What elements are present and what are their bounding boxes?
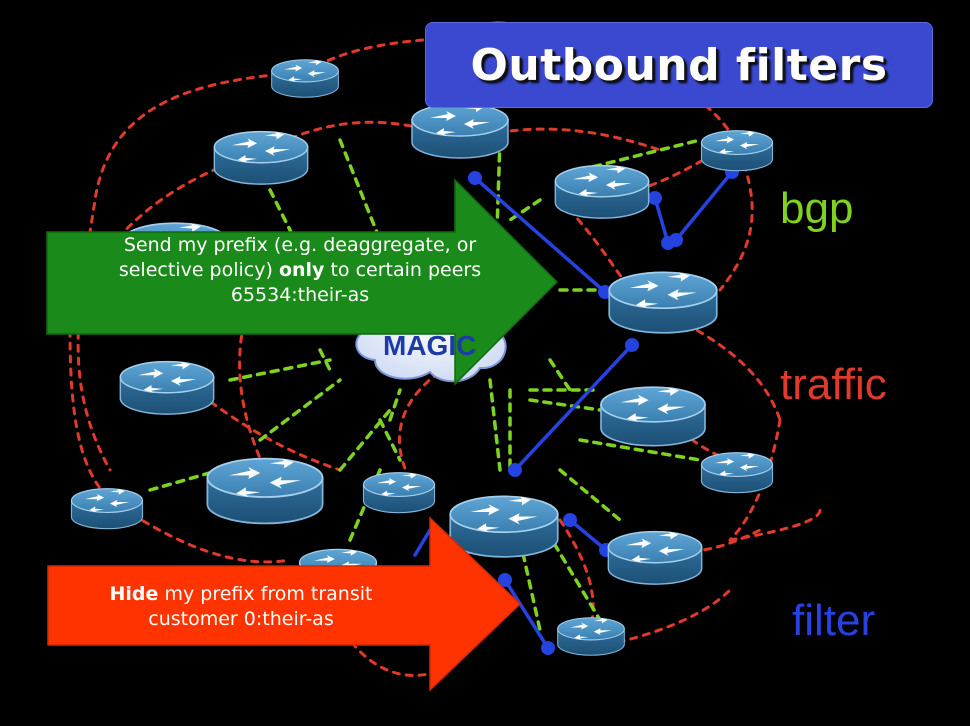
page-title: Outbound filters — [470, 39, 888, 91]
cloud-label: MAGIC — [383, 330, 477, 361]
green-callout-arrow — [46, 178, 559, 386]
router-icon — [206, 457, 324, 525]
red-callout-text: Hide my prefix from transit customer 0:t… — [52, 582, 430, 632]
router-icon — [700, 130, 774, 172]
green-callout-line2-pre: selective policy) — [118, 259, 279, 281]
red-callout-line2: customer 0:their-as — [148, 608, 334, 630]
router-icon — [557, 617, 625, 656]
router-icon — [700, 452, 774, 494]
router-icon — [119, 360, 215, 415]
router-icon — [554, 164, 650, 219]
router-icon — [411, 103, 509, 159]
router-icon — [607, 530, 703, 585]
router-icon — [362, 472, 436, 514]
green-callout-line2: selective policy) only to certain peers — [50, 258, 550, 283]
green-callout-text: Send my prefix (e.g. deaggregate, or sel… — [50, 233, 550, 308]
legend-traffic: traffic — [780, 360, 887, 409]
green-callout-emphasis: only — [278, 259, 325, 281]
legend-bgp: bgp — [780, 184, 854, 233]
router-icon — [213, 130, 309, 185]
red-callout-line1-post: my prefix from transit — [158, 583, 373, 605]
red-callout-line1: Hide my prefix from transit — [52, 582, 430, 607]
red-callout-arrow — [47, 516, 522, 692]
green-callout-line3: 65534:their-as — [230, 284, 370, 306]
red-callout-emphasis: Hide — [109, 583, 159, 605]
title-banner: Outbound filters — [425, 22, 933, 108]
router-icon — [271, 59, 339, 98]
green-callout-line2-post: to certain peers — [324, 259, 482, 281]
router-icon — [608, 271, 718, 334]
router-icon — [449, 495, 559, 558]
router-icon — [70, 488, 144, 530]
filter-links — [413, 170, 734, 650]
legend-filter: filter — [792, 596, 876, 645]
green-callout-line1: Send my prefix (e.g. deaggregate, or — [123, 234, 477, 256]
router-icon — [600, 386, 706, 447]
